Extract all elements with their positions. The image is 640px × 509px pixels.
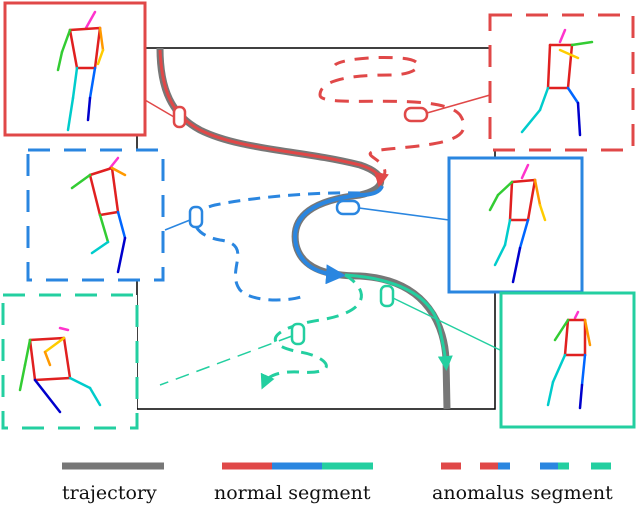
pose-panel-green-normal <box>499 291 636 429</box>
skeleton-figure <box>56 10 105 132</box>
skeleton-figure <box>18 326 102 414</box>
pose-panel-green-anomalous <box>1 293 139 430</box>
segment-marker-red-normal <box>172 105 187 129</box>
pose-panel-blue-normal <box>447 156 584 294</box>
anomalous-segment-green <box>260 273 363 390</box>
leader-blue-anomalous <box>164 219 191 231</box>
leader-green-normal <box>392 297 501 351</box>
normal-segment-blue <box>293 185 384 285</box>
legend-normal-label: normal segment <box>214 482 371 504</box>
pose-panel-blue-anomalous <box>26 148 165 282</box>
leader-red-anomalous <box>426 94 491 114</box>
pose-panel-red-normal <box>3 1 147 137</box>
segment-marker-blue-anomalous <box>188 205 204 229</box>
skeleton-figure <box>488 163 547 284</box>
trajectory-path <box>156 47 451 410</box>
anomalous-segment-red <box>318 56 466 184</box>
normal-segment-red <box>158 49 389 188</box>
leader-green-anomalous <box>159 335 293 386</box>
segment-marker-green-normal <box>379 284 395 308</box>
legend-anomalous-label: anomalus segment <box>432 482 613 504</box>
scene-frame <box>136 47 496 410</box>
anomalous-segment-blue <box>193 191 361 302</box>
skeleton-figure <box>546 310 592 410</box>
pose-panel-red-anomalous <box>488 13 635 152</box>
legend-trajectory-label: trajectory <box>62 482 157 504</box>
leader-red-normal <box>144 99 175 118</box>
leader-blue-normal <box>358 207 450 221</box>
segment-marker-green-anomalous <box>290 322 306 346</box>
skeleton-figure <box>70 156 127 274</box>
skeleton-figure <box>520 28 594 137</box>
segment-marker-red-anomalous <box>403 106 429 123</box>
segment-marker-blue-normal <box>335 199 361 216</box>
